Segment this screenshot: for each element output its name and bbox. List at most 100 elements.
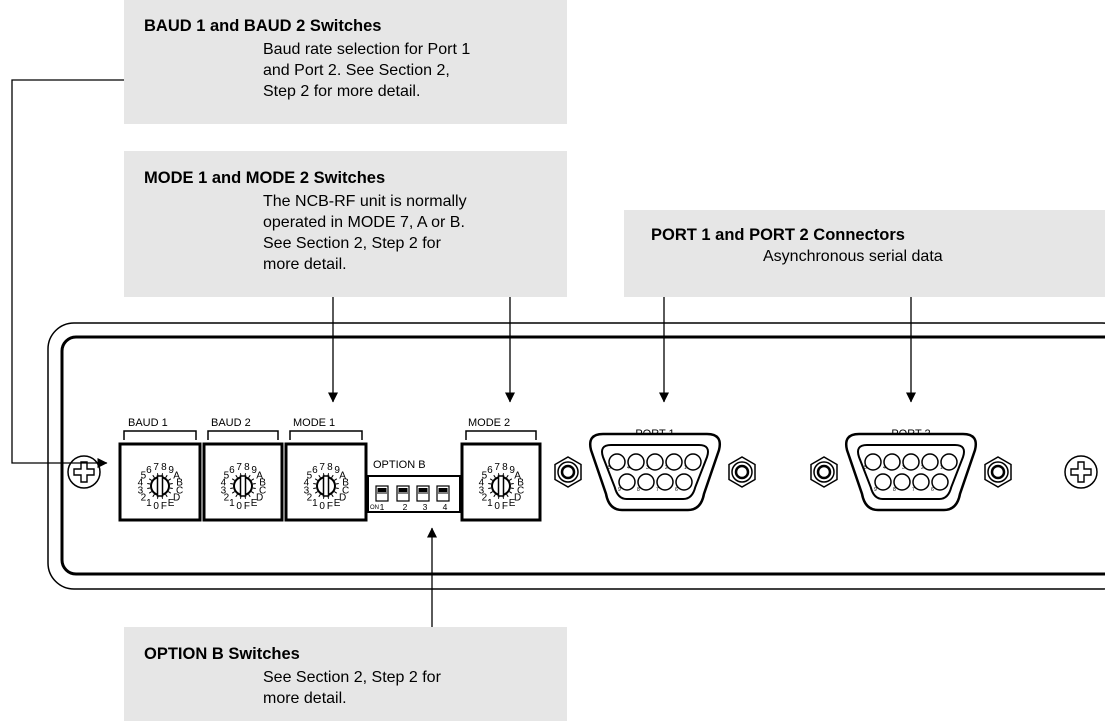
- connector-pin: [646, 453, 664, 471]
- dial-digit: 8: [161, 462, 167, 473]
- dial-digit: 7: [319, 462, 325, 473]
- dip-on-label: ON: [370, 505, 379, 511]
- dip-number-label: 3: [423, 502, 428, 512]
- connector-pin: [684, 453, 702, 471]
- mode1-label: MODE 1: [293, 417, 335, 429]
- pin-number: 4: [883, 465, 886, 471]
- dial-tick: [161, 473, 164, 477]
- pin-number: 7: [656, 487, 659, 493]
- jack-screw-icon: [984, 456, 1012, 488]
- dip-number-label: 4: [443, 502, 448, 512]
- baud2-bracket: [207, 430, 279, 440]
- dial-tick: [161, 495, 164, 499]
- dial-digit: 6: [229, 465, 235, 476]
- dial-digit: 5: [224, 470, 230, 481]
- connector-pin: [608, 453, 626, 471]
- dial-tick: [165, 474, 168, 478]
- dial-digit: F: [502, 501, 508, 512]
- dial-digit: B: [176, 478, 183, 489]
- mode2-label: MODE 2: [468, 417, 510, 429]
- dial-tick: [506, 474, 509, 478]
- dial-digit: 6: [312, 465, 318, 476]
- dial-tick: [252, 482, 256, 485]
- dial-tick: [327, 473, 330, 477]
- dial-tick: [334, 491, 338, 494]
- dial-digit: D: [339, 493, 346, 504]
- dial-tick: [244, 495, 247, 499]
- dip-switch-4[interactable]: [436, 485, 450, 502]
- connector-pin: [618, 473, 636, 491]
- dial-tick: [334, 478, 338, 481]
- connector-pin: [637, 473, 655, 491]
- dial-digit: 9: [251, 465, 257, 476]
- mode1-bracket: [289, 430, 363, 440]
- pin-number: 8: [637, 487, 640, 493]
- pin-number: 1: [684, 465, 687, 471]
- left-mounting-screw: [67, 455, 101, 489]
- dial-digit: C: [176, 485, 183, 496]
- dial-digit: 4: [304, 478, 310, 489]
- dip-number-label: 1: [380, 502, 385, 512]
- pin-number: 5: [608, 465, 611, 471]
- dial-tick: [230, 487, 234, 490]
- connector-pin: [864, 453, 882, 471]
- dial-tick: [497, 495, 500, 499]
- dial-tick: [327, 495, 330, 499]
- dial-digit: 6: [146, 465, 152, 476]
- dial-digit: 0: [236, 501, 242, 512]
- connector-pin: [656, 473, 674, 491]
- connector-pin: [912, 473, 930, 491]
- pin-number: 9: [618, 487, 621, 493]
- dial-digit: B: [517, 478, 524, 489]
- dial-tick: [152, 474, 155, 478]
- dial-digit: E: [334, 498, 341, 509]
- dial-tick: [318, 474, 321, 478]
- dial-digit: F: [327, 501, 333, 512]
- dip-switch-2[interactable]: [396, 485, 410, 502]
- dial-tick: [251, 478, 255, 481]
- dial-tick: [313, 487, 317, 490]
- dial-digit: 2: [141, 493, 147, 504]
- dial-tick: [230, 482, 234, 485]
- dial-digit: 4: [221, 478, 227, 489]
- dial-tick: [502, 473, 505, 477]
- connector-pin: [921, 453, 939, 471]
- dial-digit: 7: [153, 462, 159, 473]
- dial-tick: [169, 482, 173, 485]
- dial-digit: 3: [479, 485, 485, 496]
- dial-digit: D: [256, 493, 263, 504]
- dial-tick: [314, 478, 318, 481]
- connector-pin: [665, 453, 683, 471]
- connector-pin: [902, 453, 920, 471]
- dip-switch-3[interactable]: [416, 485, 430, 502]
- baud1-bracket: [123, 430, 197, 440]
- dial-tick: [152, 494, 155, 498]
- dial-tick: [493, 474, 496, 478]
- dial-tick: [510, 487, 514, 490]
- dial-digit: 7: [236, 462, 242, 473]
- dial-digit: 2: [482, 493, 488, 504]
- dial-digit: E: [251, 498, 258, 509]
- pin-number: 2: [665, 465, 668, 471]
- leader-lines: [11, 79, 916, 627]
- dial-tick: [489, 478, 493, 481]
- dial-digit: 0: [494, 501, 500, 512]
- dial-tick: [322, 473, 325, 477]
- dial-tick: [169, 487, 173, 490]
- dial-tick: [239, 495, 242, 499]
- dial-digit: 9: [509, 465, 515, 476]
- dial-tick: [331, 474, 334, 478]
- dial-tick: [510, 482, 514, 485]
- dip-switch-1[interactable]: [375, 485, 389, 502]
- dial-digit: 9: [168, 465, 174, 476]
- dial-tick: [497, 473, 500, 477]
- port-callout: PORT 1 and PORT 2 Connectors Asynchronou…: [624, 210, 1105, 297]
- dial-digit: D: [173, 493, 180, 504]
